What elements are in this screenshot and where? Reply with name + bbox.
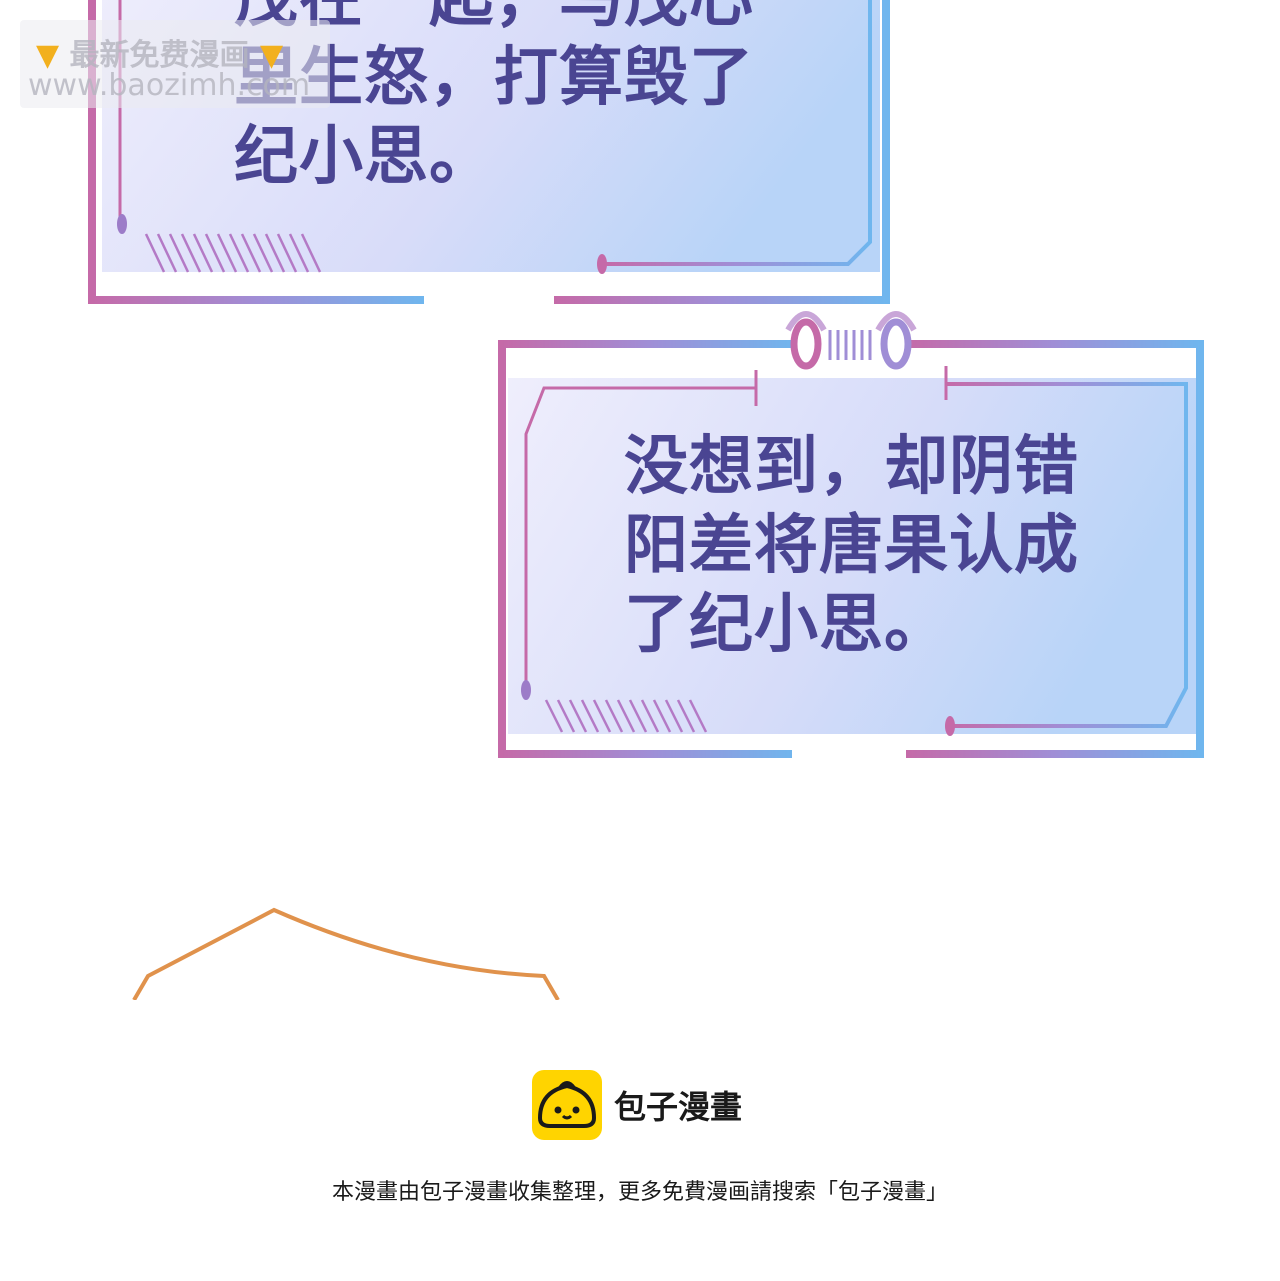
caption-text: 没想到，却阴错 阳差将唐果认成 了纪小思。 [624,430,1079,662]
caption-text: 茂在一起，马茂心 里生怒，打算毁了 纪小思。 [234,0,754,194]
brand-row: 包子漫畫 [532,1068,742,1142]
baozi-logo-icon [532,1070,602,1140]
caption-panel-1: 茂在一起，马茂心 里生怒，打算毁了 纪小思。 [88,0,892,304]
panel-frame [498,311,1204,758]
source-notice: 本漫畫由包子漫畫收集整理，更多免費漫画請搜索「包子漫畫」 [331,1180,948,1205]
pointing-down-hand-icon: ▼ [36,38,60,73]
pointing-down-hand-icon: ▼ [259,38,284,73]
watermark: ▼ 最新免费漫画 ▼ www.baozimh.com [20,20,330,108]
watermark-url: www.baozimh.com [28,68,311,103]
panel-outline-shape [132,907,560,1000]
watermark-text: 最新免费漫画 [69,38,250,73]
watermark-title: ▼ 最新免费漫画 ▼ [36,30,283,74]
caption-panel-2: 没想到，却阴错 阳差将唐果认成 了纪小思。 [496,296,1206,762]
ornament-icon [785,311,917,370]
next-panel-outline [130,900,570,1000]
brand-name: 包子漫畫 [614,1088,743,1126]
